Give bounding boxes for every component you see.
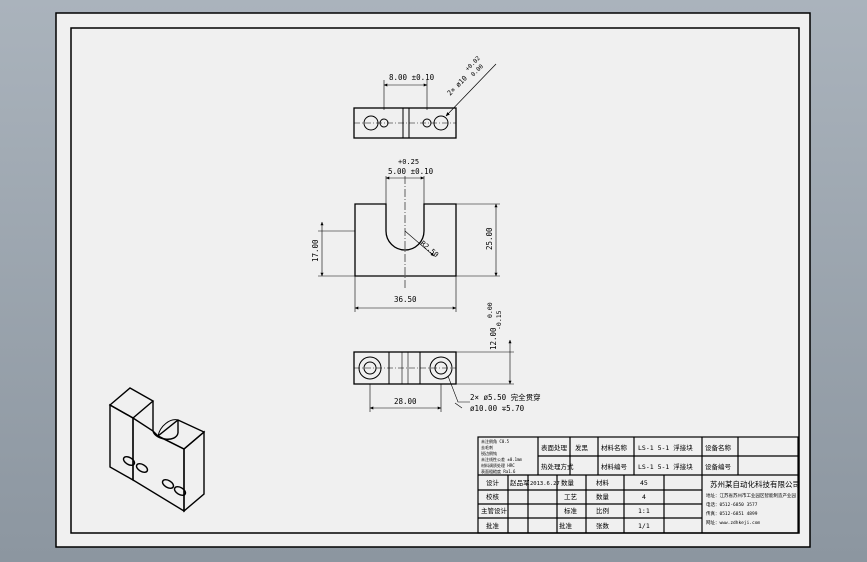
company-address: 地址：江苏省苏州市工业园区智能制造产业园 [706, 492, 796, 499]
sheet-value: 1/1 [638, 522, 650, 530]
title-block-frame [477, 436, 799, 534]
approve-label-2: 批准 [559, 521, 573, 530]
check-label: 校核 [486, 492, 500, 501]
device-no-label: 设备编号 [705, 462, 732, 471]
design-date: 2013.6.27 [530, 481, 560, 487]
dim-top-hole-count: 2× [446, 86, 458, 98]
company-tel: 电话：0512-6850 3577 [706, 501, 758, 508]
process-label: 工艺 [564, 493, 578, 501]
device-name-label: 设备名称 [705, 443, 732, 452]
company-fax: 传真：0512-6851 4899 [706, 510, 758, 517]
note-hole-line2: ø10.00 ∓5.70 [470, 404, 525, 413]
tech-note-6: 表面粗糙度 Ra1.6 [481, 468, 516, 474]
company-web: 网址：www.zdhkeji.com [706, 519, 760, 526]
tech-note-4: 未注线性公差 ±0.1mm [481, 456, 522, 462]
tech-note-3: 锐边倒钝 [481, 450, 497, 456]
qty-row-label: 数量 [561, 478, 575, 487]
surface-label: 表面处理 [541, 443, 568, 452]
heat-label: 热处理方式 [541, 462, 574, 471]
note-hole-line1: 2× ø5.50 完全贯穿 [470, 392, 541, 402]
dim-slot-tol: +0.25 [398, 158, 419, 166]
isometric-view[interactable] [108, 387, 206, 513]
design-value: 赵品军 [510, 478, 530, 487]
drawing-sheet [55, 12, 811, 548]
approve-label: 批准 [486, 521, 500, 530]
dim-bottom-tol-upper: 0.00 [486, 302, 494, 318]
surface-value: 发黑 [575, 443, 589, 452]
material-label: 材料 [596, 478, 610, 487]
company-name: 苏州某自动化科技有限公司 [710, 479, 800, 489]
tech-note-1: 未注倒角 C0.5 [481, 438, 510, 444]
dim-bottom-tol-lower: -0.15 [495, 310, 503, 330]
standard-label: 标准 [564, 506, 578, 515]
material-no-label: 材料编号 [601, 462, 628, 471]
dim-overall-width: 36.50 [394, 295, 417, 304]
inner-frame [70, 27, 800, 534]
quantity-label: 数量 [596, 492, 610, 501]
scale-label: 比例 [596, 506, 609, 515]
front-view [318, 176, 500, 312]
top-view [353, 63, 497, 139]
material-value: 45 [640, 479, 648, 487]
dim-bottom-height: 12.00 [489, 327, 498, 350]
dim-bottom-width: 28.00 [394, 397, 417, 406]
dim-top-width: 8.00 ±0.10 [389, 73, 435, 82]
material-name-value: LS-1 5-1 浮接块 [638, 443, 693, 452]
material-no-value: LS-1 5-1 浮接块 [638, 462, 693, 471]
tech-note-5: 材料调质处理 HRC [481, 462, 515, 468]
material-name-label: 材料名称 [601, 443, 628, 452]
scale-value: 1:1 [638, 507, 650, 515]
tech-note-2: 去毛刺 [481, 444, 493, 450]
quantity-value: 4 [642, 493, 646, 501]
chief-label: 主管设计 [481, 506, 508, 515]
dim-left-height: 17.00 [311, 239, 320, 262]
bottom-view [353, 339, 514, 412]
design-label: 设计 [486, 478, 500, 487]
sheet-label: 张数 [596, 521, 610, 530]
dim-slot-width: 5.00 ±0.10 [388, 167, 434, 176]
dim-right-height: 25.00 [485, 227, 494, 250]
